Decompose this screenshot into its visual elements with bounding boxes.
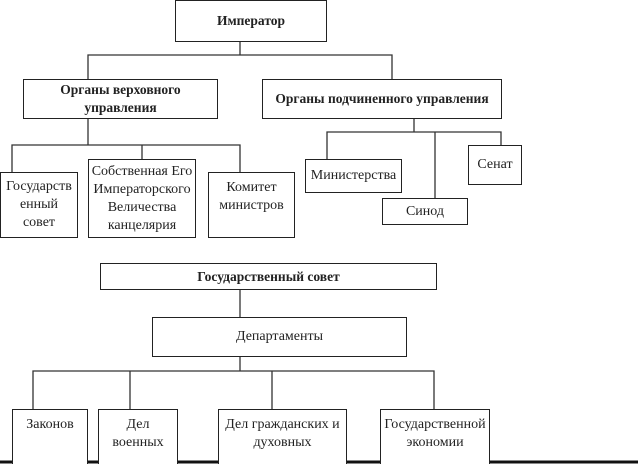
ministries-box: Министерства <box>305 159 402 193</box>
dept-economy-box: Государственной экономии <box>380 409 490 464</box>
supreme-organs-box: Органы верховного управления <box>23 79 218 119</box>
chancellery-box: Собственная Его Императорского Величеств… <box>88 159 196 238</box>
committee-box: Комитет министров <box>208 172 295 238</box>
synod-box: Синод <box>382 198 468 225</box>
state-council-header-box: Государственный совет <box>100 263 437 290</box>
senate-box: Сенат <box>468 145 522 185</box>
departments-box: Департаменты <box>152 317 407 357</box>
state-council-box: Государств енный совет <box>0 172 78 238</box>
subordinate-organs-box: Органы подчиненного управления <box>262 79 502 119</box>
dept-laws-box: Законов <box>12 409 88 464</box>
dept-civil-box: Дел гражданских и духовных <box>218 409 347 464</box>
dept-military-box: Дел военных <box>98 409 178 464</box>
emperor-box: Император <box>175 0 327 42</box>
